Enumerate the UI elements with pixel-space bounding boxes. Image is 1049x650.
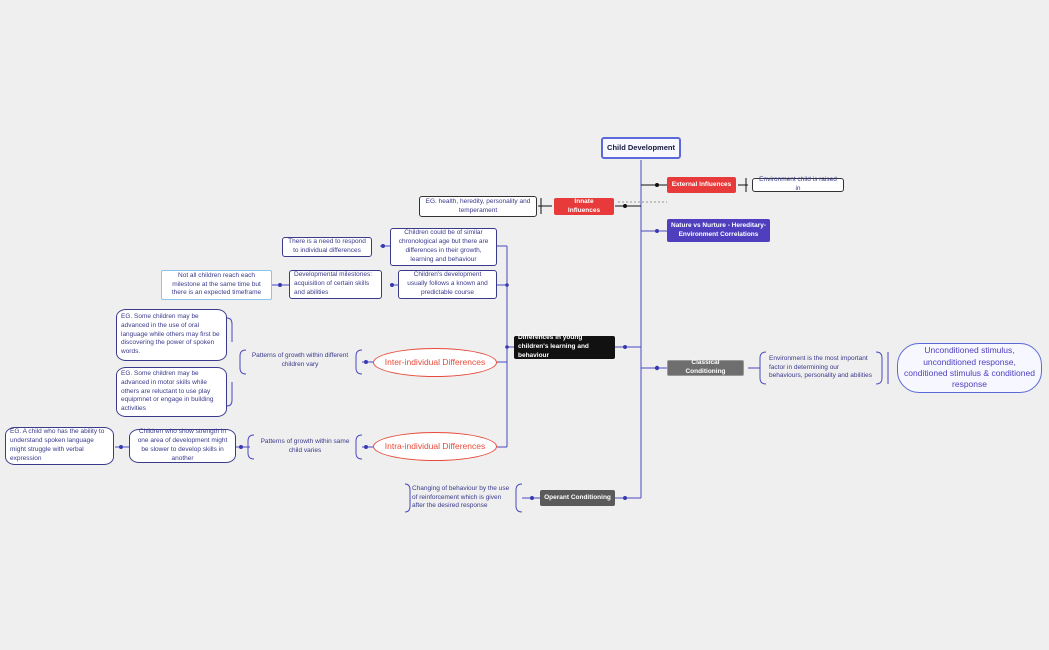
node-patterns-different[interactable]: Patterns of growth within different chil… [251,352,349,368]
node-strength-one-area[interactable]: Children who show strength in one area o… [129,428,236,463]
node-innate-examples[interactable]: EG. health, heredity, personality and te… [419,196,537,217]
node-external-influences[interactable]: External Influences [667,177,736,193]
node-similar-age[interactable]: Children could be of similar chronologic… [390,228,497,266]
node-operant-conditioning[interactable]: Operant Conditioning [540,490,615,506]
node-respond-differences[interactable]: There is a need to respond to individual… [282,237,372,257]
node-inter-individual[interactable]: Inter-individual Differences [373,348,497,377]
node-eg-oral[interactable]: EG. Some children may be advanced in the… [116,309,227,361]
node-differences[interactable]: Differences in young children's learning… [514,334,615,359]
node-classical-conditioning[interactable]: Classical Conditioning [667,359,744,376]
node-eg-motor[interactable]: EG. Some children may be advanced in mot… [116,367,227,417]
node-patterns-same[interactable]: Patterns of growth within same child var… [260,438,350,454]
node-not-all-children[interactable]: Not all children reach each milestone at… [161,270,272,300]
node-innate-influences[interactable]: Innate Influences [554,198,614,215]
root-node-child-development[interactable]: Child Development [601,137,681,159]
node-nature-vs-nurture[interactable]: Nature vs Nurture - Hereditary-Environme… [667,219,770,242]
node-intra-individual[interactable]: Intra-individual Differences [373,432,497,461]
node-environment-important[interactable]: Environment is the most important factor… [769,354,872,380]
node-milestones[interactable]: Developmental milestones: acquisition of… [289,270,382,299]
node-eg-spoken[interactable]: EG. A child who has the ability to under… [5,427,114,465]
node-known-course[interactable]: Children's development usually follows a… [398,270,497,299]
node-environment-raised[interactable]: Environment child is raised in [752,176,844,192]
node-reinforcement[interactable]: Changing of behaviour by the use of rein… [412,484,510,510]
node-unconditioned[interactable]: Unconditioned stimulus, unconditioned re… [897,343,1042,393]
